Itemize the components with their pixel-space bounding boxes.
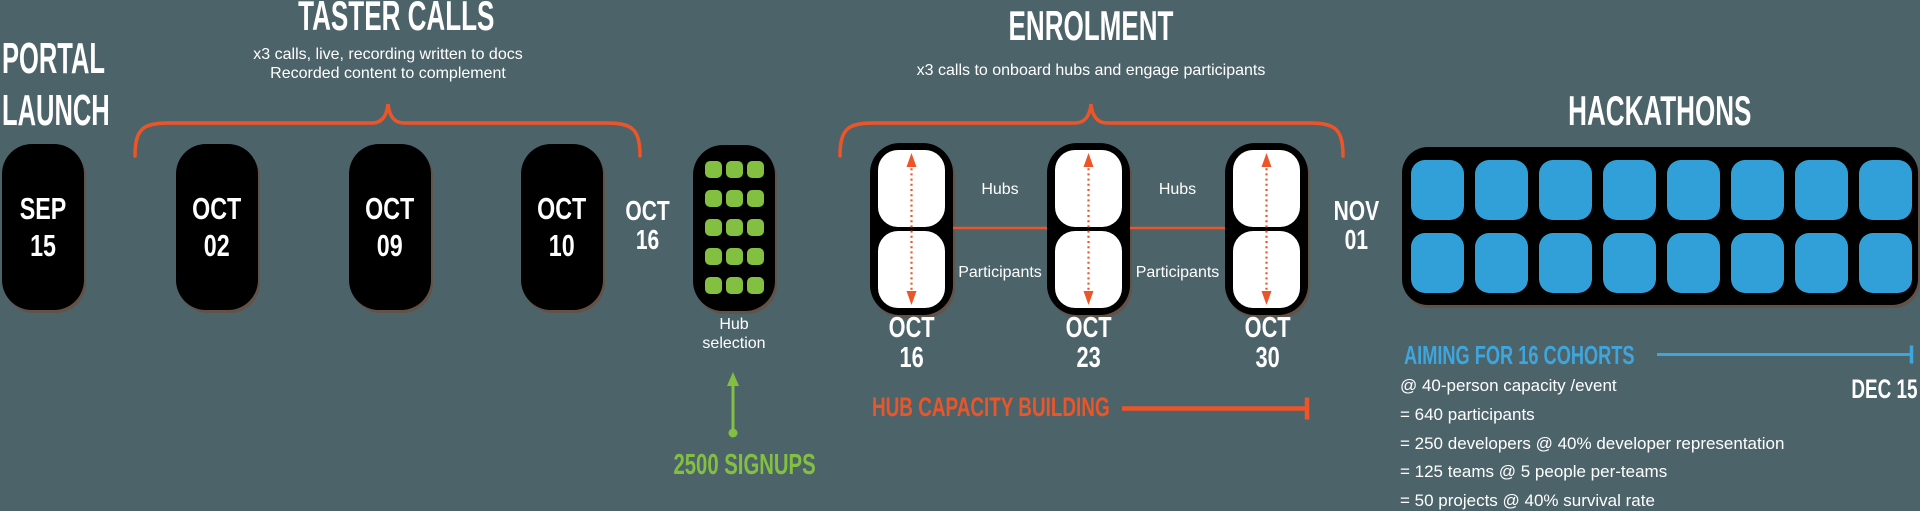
hubs-box xyxy=(1233,150,1300,227)
hub-dot xyxy=(747,190,764,207)
cohort-cell xyxy=(1539,233,1592,293)
enrolment-date-3: OCT 30 xyxy=(1244,312,1291,374)
enrolment-date-2: OCT 23 xyxy=(1065,312,1112,374)
card-date: OCT 10 xyxy=(521,144,603,310)
taster-subtitle-line2: Recorded content to complement xyxy=(270,65,506,82)
participants-box xyxy=(1233,231,1300,308)
cohort-cell xyxy=(1603,233,1656,293)
card-date-month: OCT xyxy=(365,191,415,226)
cohort-cell xyxy=(1731,160,1784,220)
hub-dot xyxy=(705,190,722,207)
cohort-cell xyxy=(1475,233,1528,293)
cohort-cell xyxy=(1411,233,1464,293)
stat-item: = 640 participants xyxy=(1400,404,1535,424)
taster-call-card-1: OCT 02 xyxy=(176,144,258,310)
cohort-stats-list: @ 40-person capacity /event = 640 partic… xyxy=(1400,372,1830,511)
stat-item: = 125 teams @ 5 people per-teams xyxy=(1400,462,1668,482)
hubs-label-2: Hubs xyxy=(1158,181,1197,198)
hub-dot xyxy=(705,277,722,294)
cohort-cell xyxy=(1795,160,1848,220)
hub-selection-label: Hub selection xyxy=(702,316,766,352)
hub-dot xyxy=(726,190,743,207)
cohort-cell xyxy=(1411,160,1464,220)
hub-capacity-building-label: HUB CAPACITY BUILDING xyxy=(872,392,1110,422)
enrolment-title: ENROLMENT xyxy=(1008,2,1174,49)
hub-dot xyxy=(705,248,722,265)
hub-dot xyxy=(747,161,764,178)
cohort-cell xyxy=(1603,160,1656,220)
cohort-cell xyxy=(1475,160,1528,220)
stat-item: @ 40-person capacity /event xyxy=(1400,376,1617,395)
hubs-box xyxy=(878,150,945,227)
portal-launch-line2: LAUNCH xyxy=(2,86,110,135)
participants-label-2: Participants xyxy=(1135,264,1220,281)
cohort-cell xyxy=(1731,233,1784,293)
participants-box xyxy=(1055,231,1122,308)
taster-subtitle-line1: x3 calls, live, recording written to doc… xyxy=(253,46,523,63)
hub-dot xyxy=(726,161,743,178)
taster-call-card-3: OCT 10 xyxy=(521,144,603,310)
cohort-cell xyxy=(1539,160,1592,220)
cohort-cell xyxy=(1795,233,1848,293)
deadline-label: DEC 15 xyxy=(1851,374,1918,404)
card-date: SEP 15 xyxy=(2,144,84,310)
taster-calls-title: TASTER CALLS xyxy=(298,0,495,39)
hub-dot xyxy=(747,277,764,294)
card-date-day: 02 xyxy=(204,228,230,263)
stat-item: = 250 developers @ 40% developer represe… xyxy=(1400,433,1785,453)
card-date: OCT 09 xyxy=(349,144,431,310)
enrolment-card-2 xyxy=(1047,143,1130,315)
card-date-day: 10 xyxy=(549,228,575,263)
aiming-cohorts-label: AIMING FOR 16 COHORTS xyxy=(1404,340,1635,370)
signups-label: 2500 SIGNUPS xyxy=(673,449,816,481)
participants-label-1: Participants xyxy=(958,264,1042,281)
hubs-label-1: Hubs xyxy=(981,181,1019,198)
hub-dot xyxy=(726,277,743,294)
enrolment-card-3 xyxy=(1225,143,1308,315)
portal-launch-date-card: SEP 15 xyxy=(2,144,84,310)
card-date-month: OCT xyxy=(537,191,587,226)
participants-box xyxy=(878,231,945,308)
enrolment-card-1 xyxy=(870,143,953,315)
card-date-month: OCT xyxy=(192,191,242,226)
portal-launch-title: PORTAL LAUNCH xyxy=(2,33,188,137)
taster-call-card-2: OCT 09 xyxy=(349,144,431,310)
hub-dot xyxy=(747,248,764,265)
card-date-month: SEP xyxy=(19,191,67,226)
enrolment-date-1: OCT 16 xyxy=(888,312,935,374)
cohort-cell xyxy=(1859,233,1912,293)
hub-dot xyxy=(747,219,764,236)
enrolment-end-date-label: NOV 01 xyxy=(1333,195,1380,255)
hubs-box xyxy=(1055,150,1122,227)
hub-selection-grid xyxy=(705,161,764,294)
hub-dot xyxy=(705,219,722,236)
hub-dot xyxy=(726,219,743,236)
card-date: OCT 02 xyxy=(176,144,258,310)
taster-end-date-label: OCT 16 xyxy=(625,195,671,255)
card-date-day: 09 xyxy=(377,228,403,263)
cohort-cell xyxy=(1859,160,1912,220)
enrolment-subtitle: x3 calls to onboard hubs and engage part… xyxy=(916,62,1266,79)
portal-launch-line1: PORTAL xyxy=(2,34,106,83)
hackathons-title: HACKATHONS xyxy=(1568,87,1752,134)
taster-calls-subtitle: x3 calls, live, recording written to doc… xyxy=(188,45,588,83)
signups-arrow xyxy=(727,372,739,438)
cohort-cell xyxy=(1667,233,1720,293)
card-date-day: 15 xyxy=(30,228,56,263)
hub-dot xyxy=(705,161,722,178)
hackathons-grid xyxy=(1411,160,1912,293)
hub-dot xyxy=(726,248,743,265)
cohort-cell xyxy=(1667,160,1720,220)
stat-item: = 50 projects @ 40% survival rate xyxy=(1400,491,1655,511)
